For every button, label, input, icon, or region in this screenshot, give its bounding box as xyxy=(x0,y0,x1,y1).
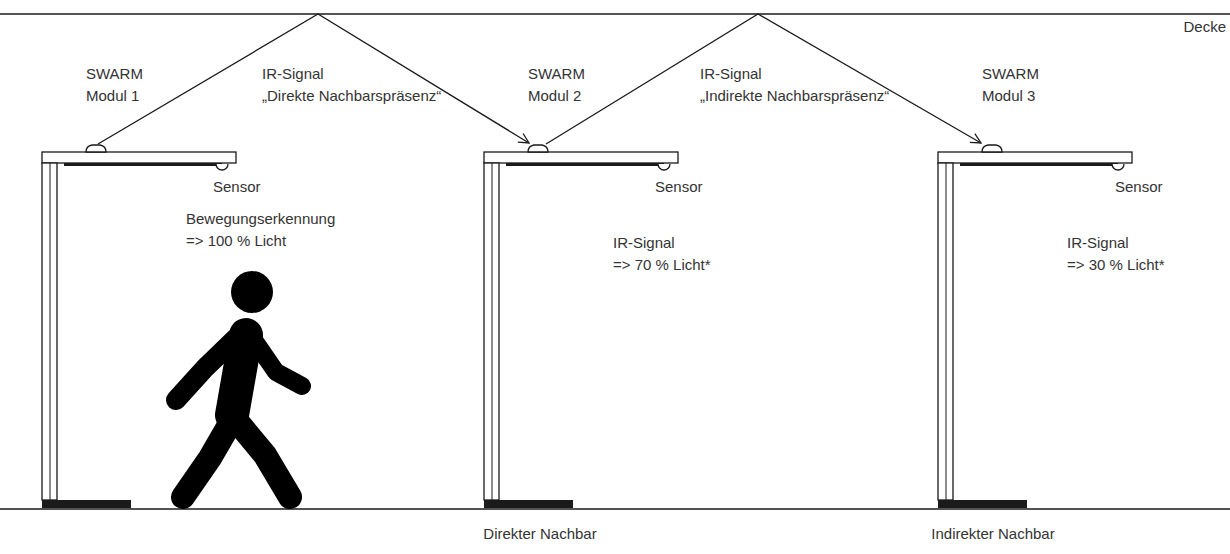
module-label: SWARM Modul 2 xyxy=(528,63,585,107)
neighbour-label: Direkter Nachbar xyxy=(483,523,596,545)
sensor-label: Sensor xyxy=(213,176,261,198)
sensor-label: Sensor xyxy=(655,176,703,198)
signal-label: IR-Signal „Indirekte Nachbarspräsenz“ xyxy=(700,63,889,107)
module-label: SWARM Modul 3 xyxy=(982,63,1039,107)
ir-signal-path xyxy=(546,14,981,144)
status-label: IR-Signal => 30 % Licht* xyxy=(1067,232,1165,276)
lamp-3 xyxy=(938,145,1132,508)
neighbour-label: Indirekter Nachbar xyxy=(931,523,1054,545)
lamp-1 xyxy=(42,145,236,508)
sensor-label: Sensor xyxy=(1115,176,1163,198)
ceiling-line xyxy=(0,13,1230,14)
person-figure xyxy=(176,271,302,497)
status-label: IR-Signal => 70 % Licht* xyxy=(613,232,711,276)
ir-signal-path xyxy=(98,14,529,144)
lamp-2 xyxy=(484,145,678,508)
signal-label: IR-Signal „Direkte Nachbarspräsenz“ xyxy=(262,63,441,107)
status-label: Bewegungserkennung => 100 % Licht xyxy=(186,208,335,252)
module-label: SWARM Modul 1 xyxy=(86,63,143,107)
ceiling-label: Decke xyxy=(1183,16,1226,38)
